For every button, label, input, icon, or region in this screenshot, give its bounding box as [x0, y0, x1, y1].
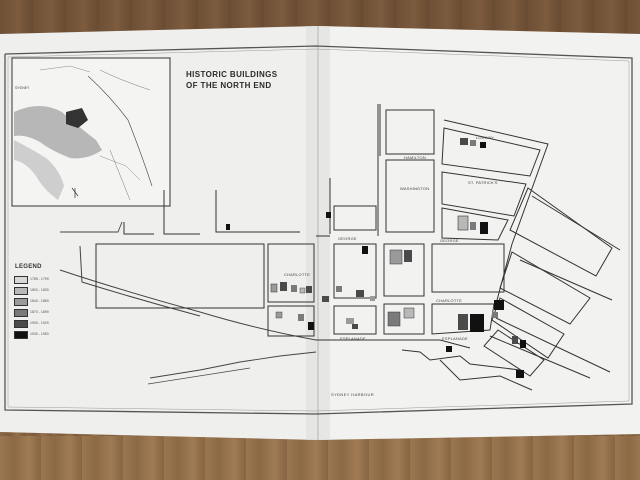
shoreline — [59, 269, 317, 341]
legend-swatch — [14, 276, 28, 284]
legend-text: 1840 - 1869 — [30, 299, 49, 303]
map-title-line-2: OF THE NORTH END — [186, 81, 272, 90]
street-label-lorway: LORWAY — [476, 135, 495, 140]
right-page — [318, 26, 640, 440]
legend-text: 1800 - 1839 — [30, 288, 49, 292]
buildings-left — [226, 224, 329, 330]
right-blocks — [316, 104, 621, 391]
map-title: HISTORIC BUILDINGS OF THE NORTH END — [186, 69, 278, 91]
legend-text: 1785 - 1799 — [30, 277, 49, 281]
street-label-charlotte: CHARLOTTE — [436, 298, 463, 303]
street-label-george: GEORGE — [338, 236, 357, 241]
legend-swatch — [14, 298, 28, 306]
legend-text: 1930 - 1950 — [30, 332, 49, 336]
street-label-washington: WASHINGTON — [400, 186, 430, 191]
inset-map-label: SYDNEY — [15, 86, 30, 90]
harbour-label: SYDNEY HARBOUR — [331, 392, 375, 397]
street-label-esplanade-east: ESPLANADE — [442, 336, 468, 341]
map-frame — [4, 45, 633, 415]
wood-table-bottom — [0, 436, 640, 480]
legend-swatch — [14, 331, 28, 339]
legend-swatch — [14, 287, 28, 295]
legend-text: 1900 - 1929 — [30, 321, 49, 325]
street-label-george-east: GEORGE — [440, 238, 459, 243]
inset-locator-map — [11, 57, 171, 207]
legend-swatch — [14, 320, 28, 328]
street-label-hamilton: HAMILTON — [404, 155, 426, 160]
legend-swatch — [14, 309, 28, 317]
street-label-lorway-north: ST. PATRICK'S — [468, 180, 498, 185]
street-label-charlotte-west: CHARLOTTE — [284, 272, 311, 277]
left-blocks — [95, 190, 315, 337]
legend-title: LEGEND — [15, 264, 42, 270]
map-title-line-1: HISTORIC BUILDINGS — [186, 70, 278, 79]
buildings-right — [326, 138, 526, 378]
street-label-esplanade: ESPLANADE — [340, 336, 366, 341]
legend-text: 1870 - 1899 — [30, 310, 49, 314]
